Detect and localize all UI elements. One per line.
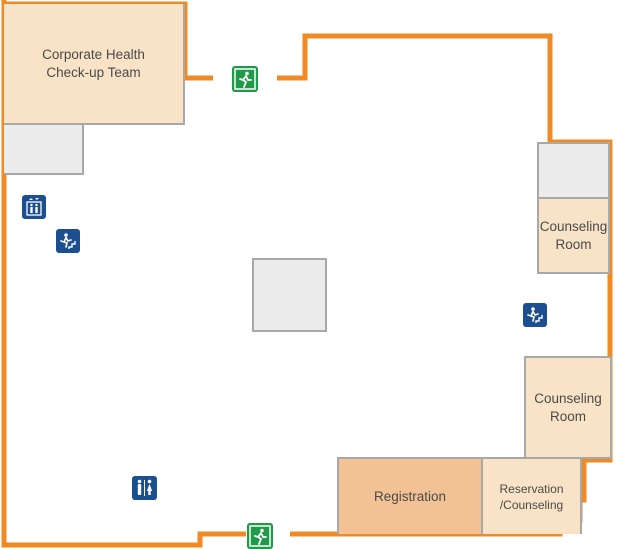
- outer-wall: [1, 0, 246, 548]
- stairs-icon: [56, 229, 80, 253]
- room-counseling-2[interactable]: Counseling Room: [524, 356, 612, 459]
- room-label: Counseling Room: [539, 218, 608, 252]
- elevator-icon: [22, 195, 46, 219]
- room-label: Registration: [373, 488, 447, 504]
- room-corporate-health-checkup-team[interactable]: Corporate Health Check-up Team: [4, 4, 185, 125]
- room-registration[interactable]: Registration: [337, 457, 483, 534]
- room-reservation-counseling[interactable]: Reservation /Counseling: [481, 457, 582, 534]
- restroom-icon: [132, 476, 157, 500]
- stairs-icon: [523, 303, 547, 327]
- emergency-exit-icon: [232, 66, 258, 92]
- room-label: Counseling Room: [534, 390, 602, 424]
- room-label: Corporate Health Check-up Team: [42, 46, 145, 80]
- room-counseling-1[interactable]: Counseling Room: [537, 197, 610, 274]
- pillar-center: [252, 258, 327, 332]
- room-label: Reservation /Counseling: [499, 481, 564, 512]
- structure-block-right: [537, 142, 610, 200]
- structure-block-left: [4, 123, 84, 175]
- emergency-exit-icon: [247, 523, 273, 549]
